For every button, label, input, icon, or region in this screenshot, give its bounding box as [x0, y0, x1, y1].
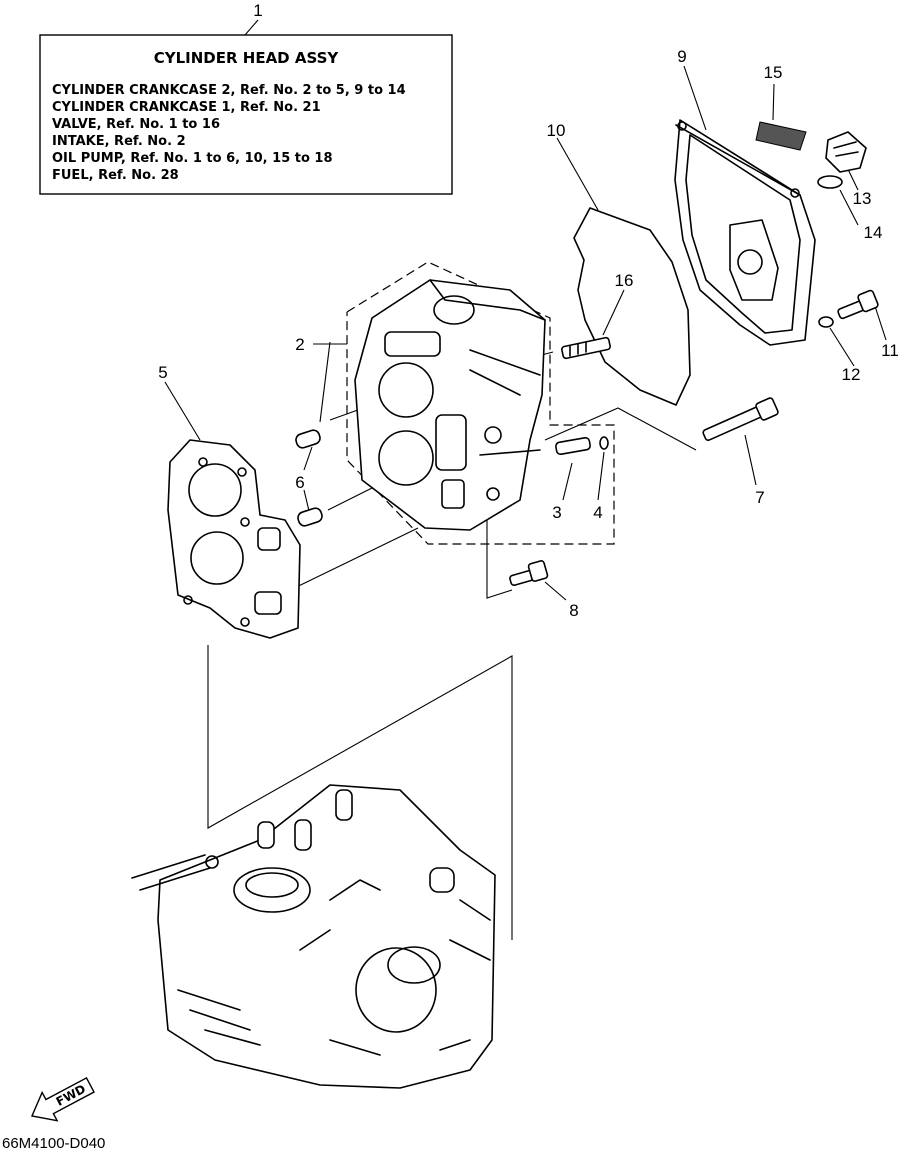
callout-15: 15 — [764, 63, 783, 82]
spark-plug — [561, 336, 611, 360]
callout-9: 9 — [677, 47, 686, 66]
callout-6: 6 — [295, 473, 304, 492]
callout-1: 1 — [253, 1, 262, 20]
callout-16: 16 — [615, 271, 634, 290]
callout-7: 7 — [755, 488, 764, 507]
callout-10: 10 — [547, 121, 566, 140]
cover-gasket — [573, 207, 691, 406]
short-bolt — [509, 560, 549, 587]
long-bolt — [702, 397, 779, 442]
callout-12: 12 — [842, 365, 861, 384]
info-box-line-6: FUEL, Ref. No. 28 — [52, 168, 179, 183]
info-box-line-4: INTAKE, Ref. No. 2 — [52, 134, 186, 149]
cover-bolt — [837, 289, 879, 320]
info-box-line-1: CYLINDER CRANKCASE 2, Ref. No. 2 to 5, 9… — [52, 83, 406, 98]
diagram-code: 66M4100-D040 — [2, 1135, 105, 1152]
info-box-title: CYLINDER HEAD ASSY — [154, 49, 340, 67]
info-box-line-2: CYLINDER CRANKCASE 1, Ref. No. 21 — [52, 100, 321, 115]
callout-8: 8 — [569, 601, 578, 620]
callout-2: 2 — [295, 335, 304, 354]
sensor — [555, 436, 591, 456]
callout-3: 3 — [552, 503, 561, 522]
info-box-line-5: OIL PUMP, Ref. No. 1 to 6, 10, 15 to 18 — [52, 151, 333, 166]
info-box-line-3: VALVE, Ref. No. 1 to 16 — [52, 117, 220, 132]
cylinder-block — [131, 784, 496, 1089]
o-ring — [817, 175, 843, 189]
dashed-assembly-outline — [346, 261, 615, 545]
label-plate — [755, 121, 807, 151]
callout-11: 11 — [881, 341, 899, 360]
info-box: CYLINDER HEAD ASSY CYLINDER CRANKCASE 2,… — [39, 34, 453, 195]
callout-4: 4 — [593, 503, 602, 522]
callout-14: 14 — [864, 223, 883, 242]
sensor-gasket — [599, 436, 609, 450]
dowel-pins — [295, 429, 323, 527]
head-cover — [674, 119, 816, 346]
washer — [818, 316, 834, 328]
head-gasket — [167, 439, 301, 639]
oil-filler-cap — [825, 131, 867, 173]
callout-13: 13 — [853, 189, 872, 208]
callout-5: 5 — [158, 363, 167, 382]
fwd-arrow: FWD — [30, 1076, 95, 1122]
cylinder-head — [354, 279, 546, 531]
